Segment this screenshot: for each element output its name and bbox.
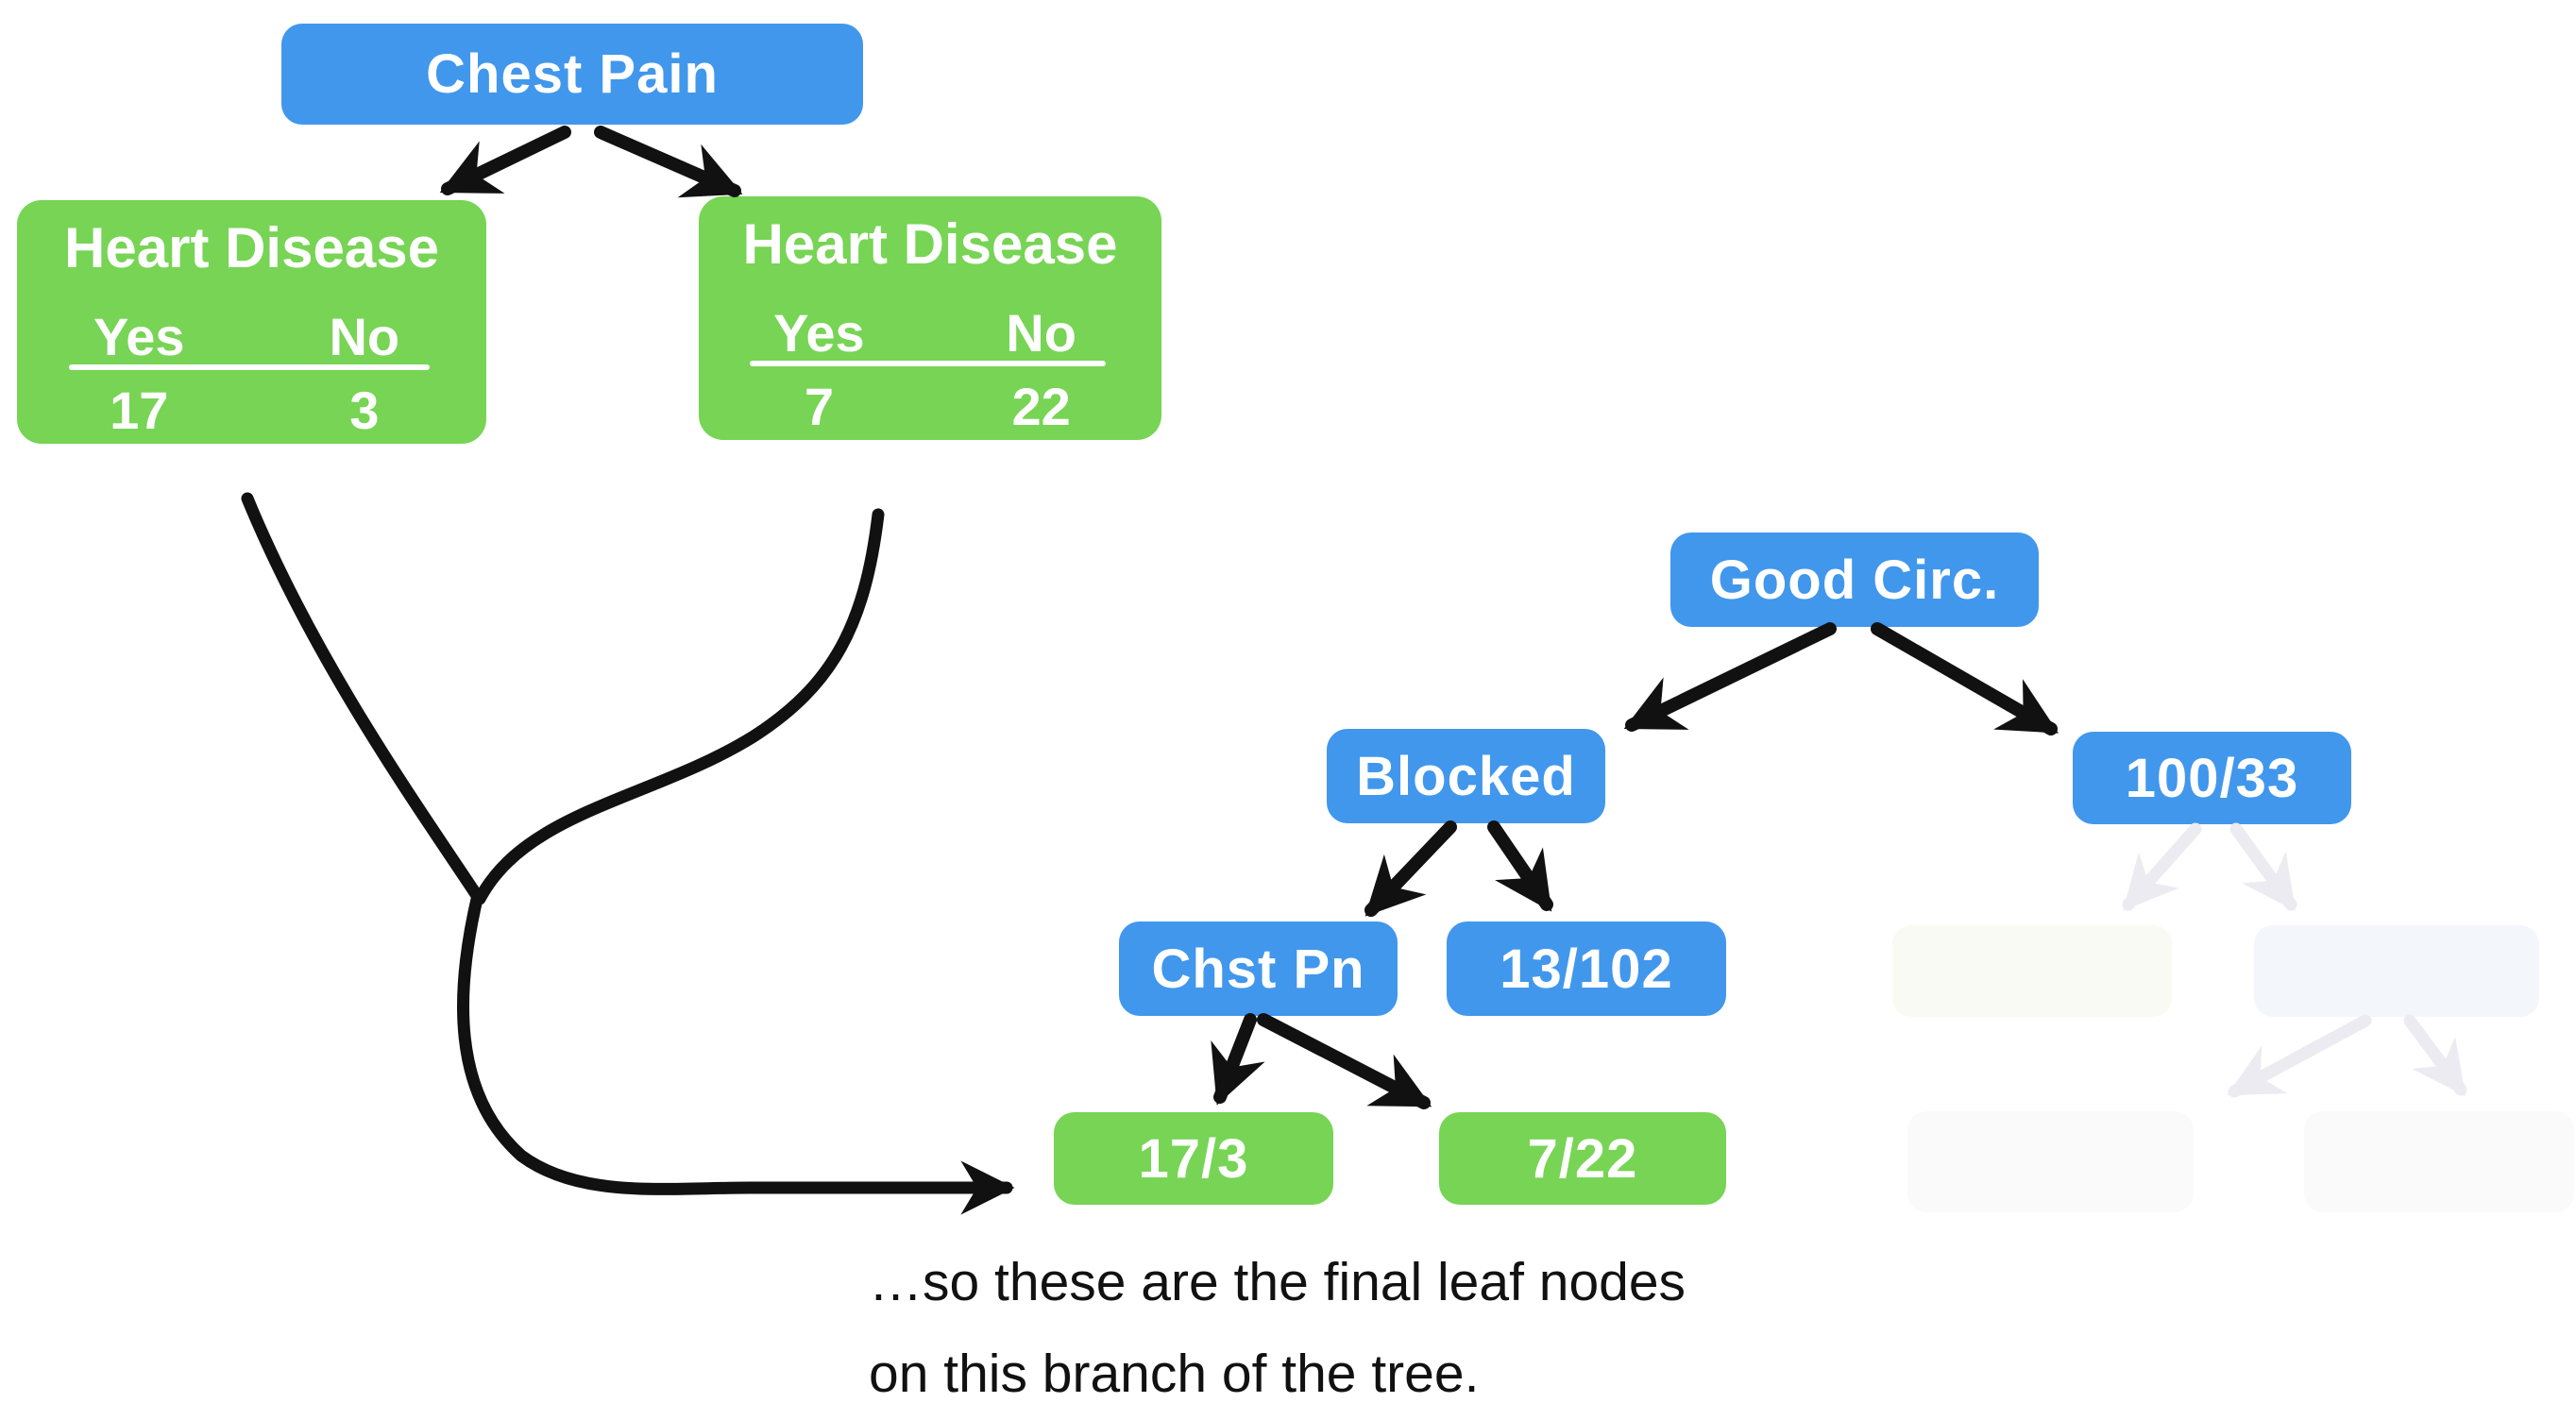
leaf-17-3: 17/3 bbox=[1054, 1112, 1333, 1205]
ghost-node-bottom-right bbox=[2304, 1111, 2574, 1212]
curve-merged-to-leaves bbox=[456, 888, 1015, 1215]
edge-chestpain-right bbox=[594, 126, 743, 198]
caption: …so these are the final leaf nodes on th… bbox=[869, 1237, 1686, 1420]
ghost-node-left bbox=[1892, 925, 2172, 1017]
node-100-33: 100/33 bbox=[2073, 732, 2351, 824]
node-heart-disease-left: Heart Disease Yes No 17 3 bbox=[17, 200, 486, 444]
node-blocked-label: Blocked bbox=[1356, 745, 1576, 807]
no-column-header: No bbox=[329, 307, 400, 366]
leaf-7-22: 7/22 bbox=[1439, 1112, 1726, 1205]
divider-line bbox=[749, 361, 1107, 366]
node-good-circ: Good Circ. bbox=[1670, 532, 2039, 627]
caption-line-1: …so these are the final leaf nodes bbox=[869, 1252, 1686, 1312]
node-title: Heart Disease bbox=[64, 216, 439, 279]
ghost-edge-lower-right bbox=[2403, 1014, 2467, 1096]
ghost-edge-100-33-left bbox=[2122, 822, 2202, 911]
edge-chestpain-left bbox=[439, 126, 571, 195]
yes-count: 7 bbox=[804, 377, 834, 436]
node-title: Heart Disease bbox=[742, 212, 1118, 276]
node-blocked: Blocked bbox=[1327, 729, 1605, 823]
node-heart-disease-right: Heart Disease Yes No 7 22 bbox=[699, 196, 1161, 440]
edge-blocked-13-102 bbox=[1487, 820, 1553, 912]
node-good-circ-label: Good Circ. bbox=[1709, 549, 2000, 611]
node-13-102: 13/102 bbox=[1447, 921, 1726, 1016]
node-chest-pain-label: Chest Pain bbox=[426, 43, 719, 105]
ghost-node-bottom-left bbox=[1907, 1111, 2194, 1212]
leaf-7-22-label: 7/22 bbox=[1527, 1127, 1638, 1190]
node-100-33-label: 100/33 bbox=[2125, 747, 2299, 809]
ghost-node-right bbox=[2254, 925, 2539, 1017]
no-count: 22 bbox=[1011, 377, 1071, 436]
leaf-17-3-label: 17/3 bbox=[1138, 1127, 1249, 1190]
edge-goodcirc-blocked bbox=[1623, 622, 1837, 732]
edge-blocked-chstpn bbox=[1364, 820, 1457, 917]
node-13-102-label: 13/102 bbox=[1500, 938, 1673, 1000]
ghost-edge-100-33-right bbox=[2229, 822, 2297, 911]
edge-chstpn-7-22 bbox=[1257, 1013, 1432, 1109]
yes-column-header: Yes bbox=[93, 307, 185, 366]
edge-chstpn-17-3 bbox=[1211, 1013, 1265, 1106]
node-chst-pn-label: Chst Pn bbox=[1151, 938, 1365, 1000]
node-chst-pn: Chst Pn bbox=[1119, 921, 1398, 1016]
no-column-header: No bbox=[1006, 303, 1076, 363]
yes-column-header: Yes bbox=[773, 303, 865, 363]
no-count: 3 bbox=[349, 380, 380, 440]
node-chest-pain: Chest Pain bbox=[281, 24, 863, 125]
divider-line bbox=[68, 364, 431, 370]
ghost-edge-lower-left bbox=[2227, 1014, 2372, 1098]
caption-line-2: on this branch of the tree. bbox=[869, 1344, 1480, 1404]
curve-from-left-table bbox=[241, 492, 484, 904]
yes-count: 17 bbox=[110, 380, 169, 440]
edge-goodcirc-100-33 bbox=[1871, 622, 2059, 735]
curve-from-right-table bbox=[473, 508, 885, 905]
